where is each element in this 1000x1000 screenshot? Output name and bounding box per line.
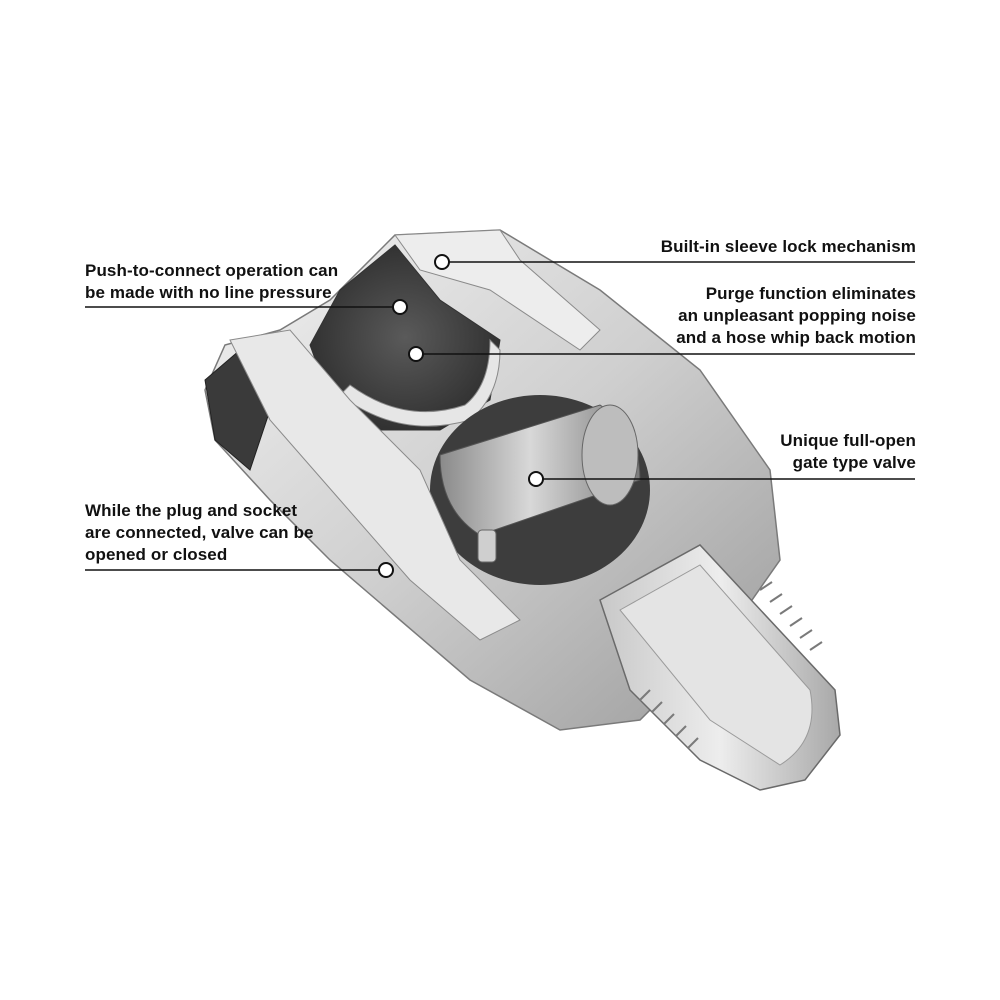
valve-stem	[477, 529, 497, 563]
callout-sleeve-lock: Built-in sleeve lock mechanism	[661, 236, 916, 258]
plug-bore	[619, 564, 813, 766]
dot-plug-socket	[378, 562, 394, 578]
callout-plug-socket-line2: are connected, valve can be	[85, 523, 314, 542]
callout-purge-line2: an unpleasant popping noise	[678, 306, 916, 325]
callout-push-connect: Push-to-connect operation can be made wi…	[85, 260, 338, 304]
gate-valve-end	[581, 404, 639, 506]
dot-push-connect	[392, 299, 408, 315]
dot-purge	[408, 346, 424, 362]
callout-gate-valve-line1: Unique full-open	[780, 431, 916, 450]
callout-plug-socket-line3: opened or closed	[85, 545, 228, 564]
dot-gate-valve	[528, 471, 544, 487]
callout-gate-valve-line2: gate type valve	[792, 453, 916, 472]
callout-plug-socket-line1: While the plug and socket	[85, 501, 298, 520]
callout-dots	[378, 254, 544, 578]
callout-purge: Purge function eliminates an unpleasant …	[676, 283, 916, 349]
socket-cavity	[309, 244, 501, 431]
callout-gate-valve: Unique full-open gate type valve	[780, 430, 916, 474]
purge-ring	[339, 338, 501, 427]
callout-push-connect-line2: be made with no line pressure	[85, 283, 332, 302]
callout-purge-line3: and a hose whip back motion	[676, 328, 916, 347]
callout-plug-socket: While the plug and socket are connected,…	[85, 500, 314, 566]
callout-purge-line1: Purge function eliminates	[705, 284, 916, 303]
thread-marks	[639, 581, 823, 749]
callout-push-connect-line1: Push-to-connect operation can	[85, 261, 339, 280]
callout-sleeve-lock-line1: Built-in sleeve lock mechanism	[660, 237, 916, 256]
cut-wall-lower	[229, 329, 521, 641]
dot-sleeve-lock	[434, 254, 450, 270]
leader-lines	[85, 261, 915, 571]
